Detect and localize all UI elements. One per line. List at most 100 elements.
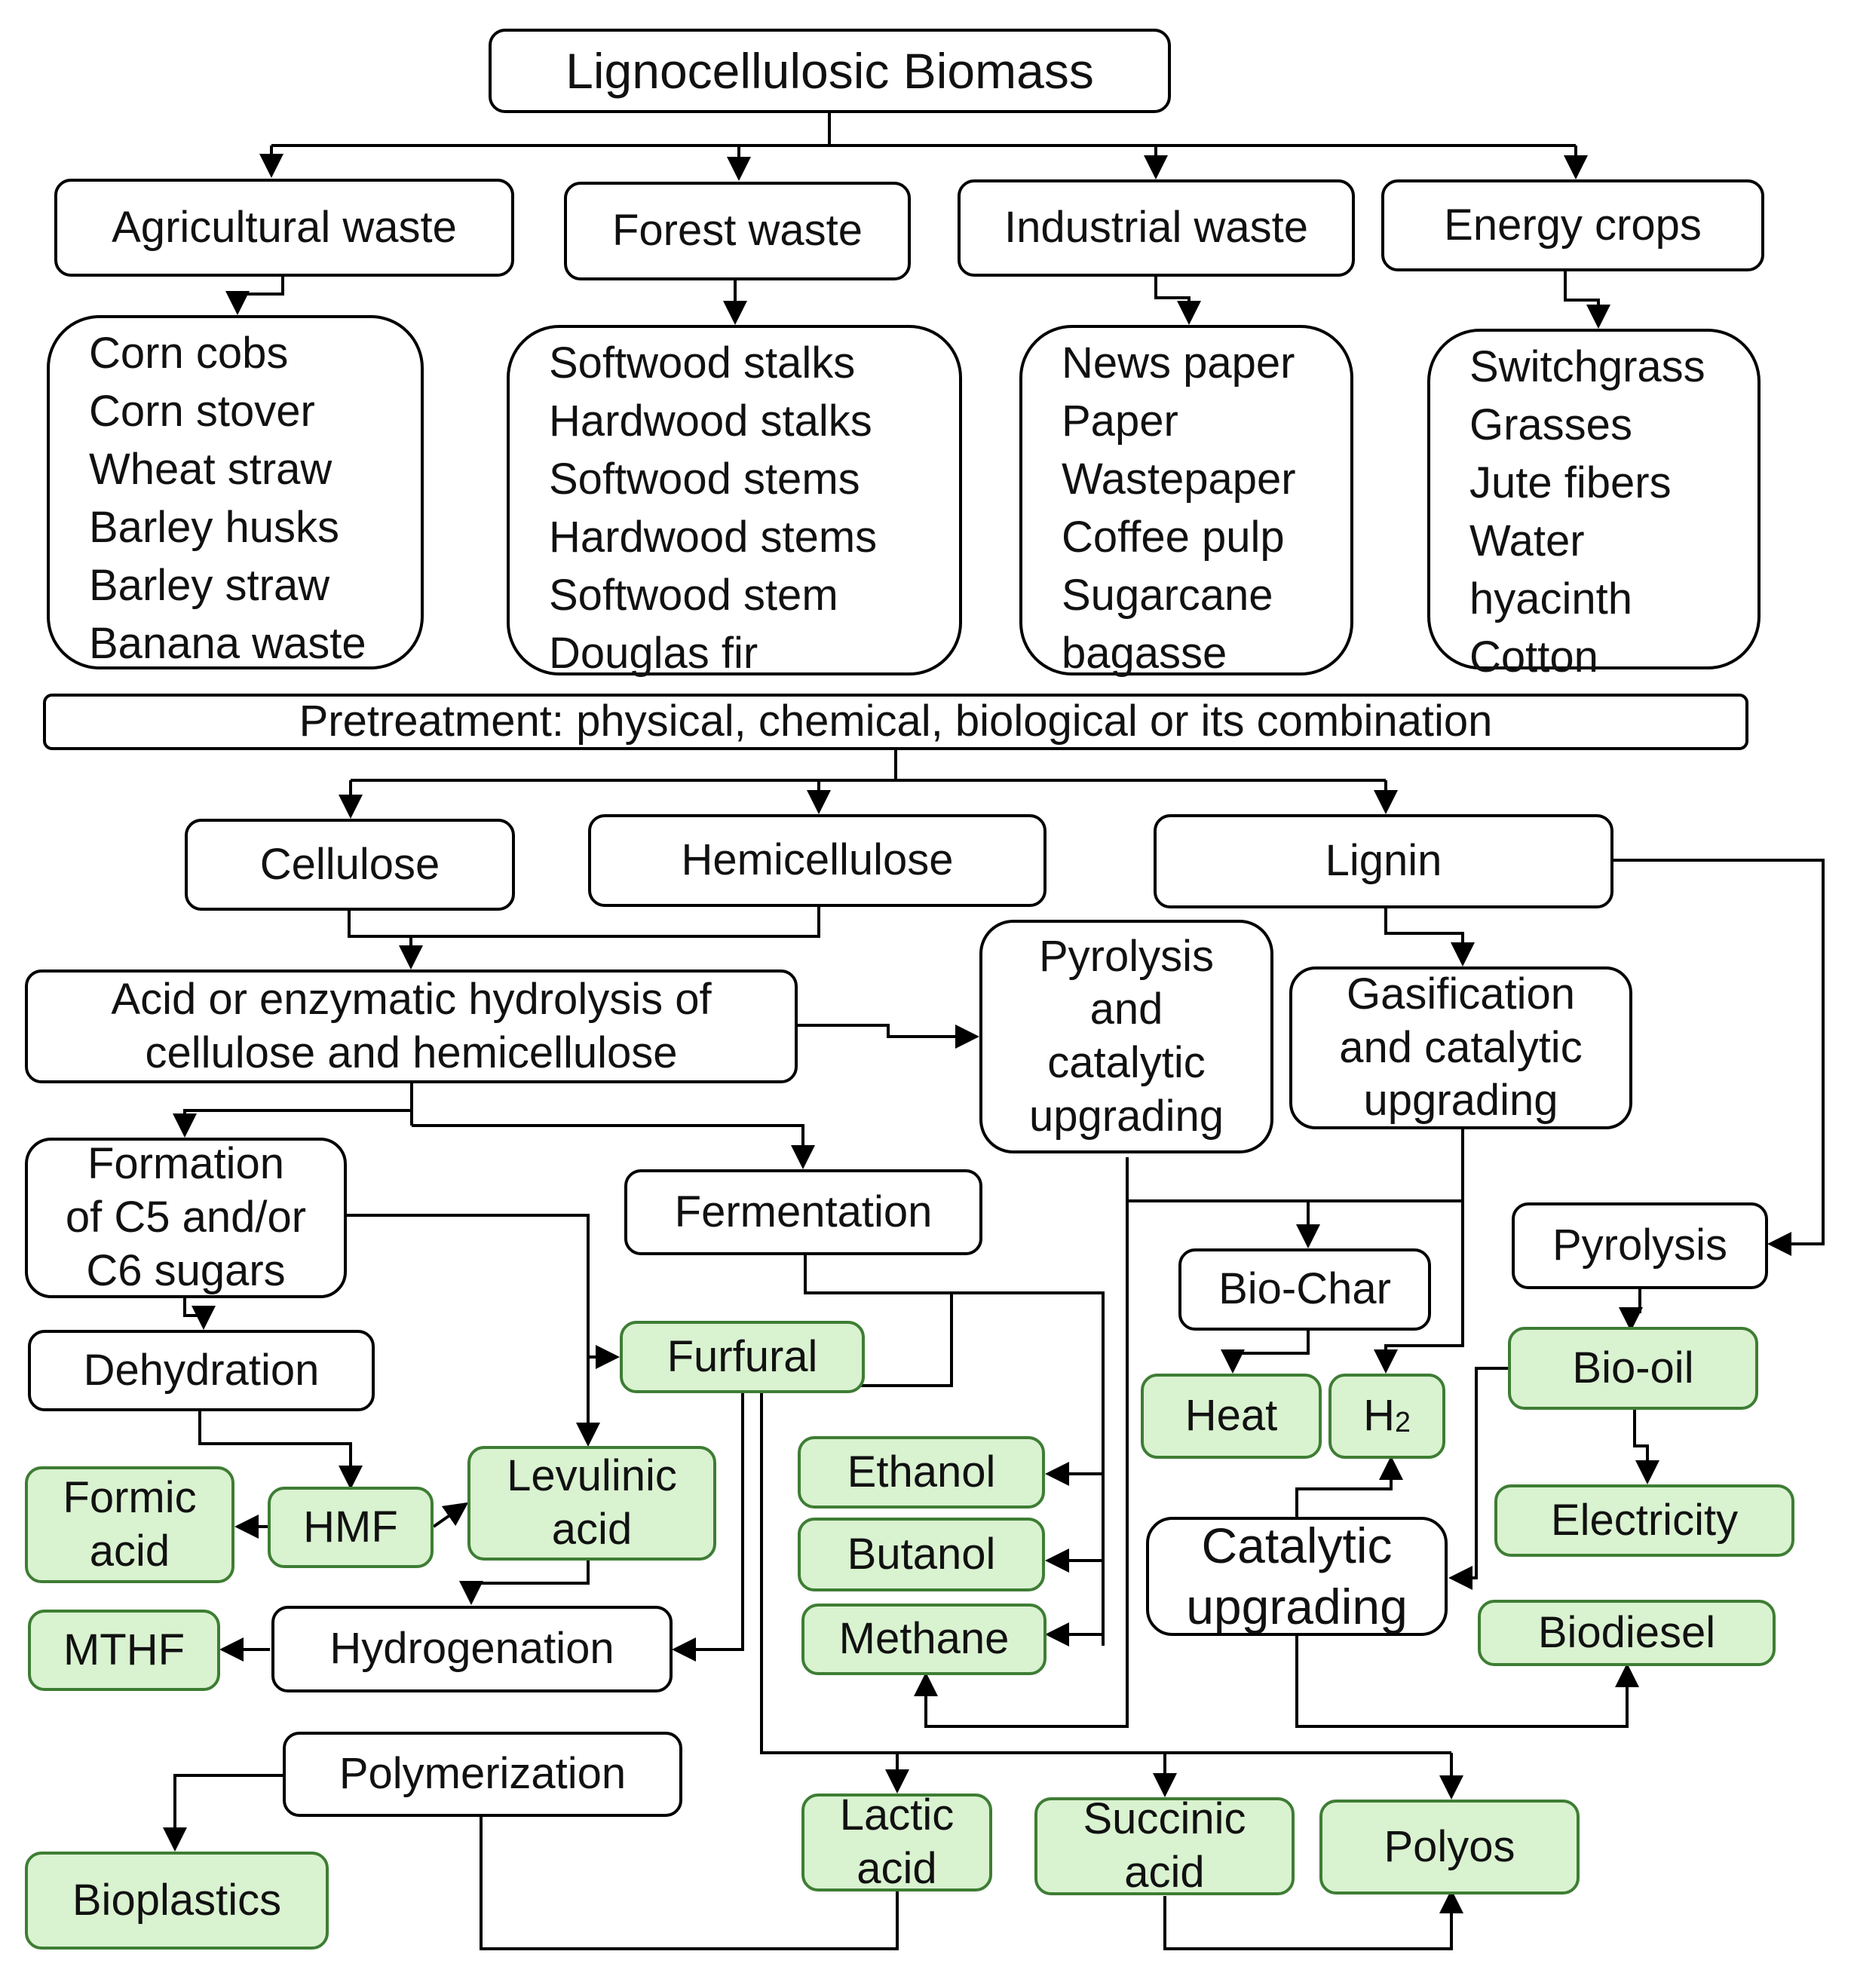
- product-levulinic-acid-line: acid: [551, 1505, 633, 1554]
- process-fermentation: Fermentation: [624, 1169, 982, 1255]
- process-gasification: Gasification and catalytic upgrading: [1289, 966, 1632, 1129]
- product-hmf: HMF: [268, 1487, 434, 1568]
- list-item: Softwood stems: [549, 455, 860, 504]
- process-catalytic-upgrading: Catalytic upgrading: [1146, 1517, 1448, 1636]
- product-furfural: Furfural: [620, 1321, 865, 1393]
- process-catalytic-upgrading-line: Catalytic: [1201, 1518, 1393, 1574]
- product-levulinic-acid-line: Levulinic: [507, 1451, 677, 1501]
- list-item: Softwood stalks: [549, 338, 856, 387]
- list-item: Sugarcane: [1062, 571, 1273, 620]
- process-polymerization-label: Polymerization: [339, 1749, 627, 1799]
- product-formic-acid-line: acid: [89, 1526, 170, 1576]
- product-lactic-acid-line: acid: [857, 1844, 937, 1892]
- process-pyrolysis: Pyrolysis: [1512, 1202, 1768, 1289]
- product-h2-symbol: H: [1363, 1391, 1395, 1441]
- root-label: Lignocellulosic Biomass: [565, 42, 1094, 99]
- connector-biochar-to-heat: [1221, 1331, 1310, 1374]
- product-ethanol-label: Ethanol: [847, 1447, 996, 1496]
- connector-hmf-to-levulinic: [432, 1502, 469, 1528]
- list-item: Hardwood stalks: [549, 397, 872, 446]
- product-succinic-acid-line: acid: [1124, 1848, 1205, 1895]
- list-item: Barley husks: [89, 503, 340, 552]
- list-item: Corn stover: [89, 387, 315, 436]
- product-electricity: Electricity: [1494, 1484, 1794, 1557]
- process-hydrolysis-line: Acid or enzymatic hydrolysis of: [111, 974, 712, 1024]
- connector-pyrolysis-to-biooil: [1619, 1289, 1643, 1331]
- connector-lignin-to-gasification: [1384, 908, 1475, 966]
- list-forest: Softwood stalks Hardwood stalks Softwood…: [507, 325, 962, 678]
- pretreatment-label: Pretreatment: physical, chemical, biolog…: [299, 697, 1493, 746]
- product-methane-label: Methane: [838, 1614, 1010, 1664]
- category-agricultural: Agricultural waste: [54, 179, 514, 277]
- process-sugar-formation-line: C6 sugars: [86, 1245, 286, 1295]
- product-ethanol: Ethanol: [798, 1436, 1045, 1509]
- category-forest-label: Forest waste: [612, 206, 863, 256]
- process-sugar-formation-line: Formation: [87, 1139, 285, 1189]
- product-heat: Heat: [1141, 1374, 1322, 1459]
- product-formic-acid: Formic acid: [25, 1466, 234, 1583]
- product-h2: H2: [1328, 1374, 1445, 1459]
- connector-pyrolysis-trunk: [914, 1157, 1129, 1728]
- list-item: Jute fibers: [1469, 458, 1672, 507]
- process-pyrolysis-catalytic: Pyrolysis and catalytic upgrading: [979, 920, 1273, 1153]
- process-dehydration: Dehydration: [28, 1330, 375, 1411]
- product-biooil-label: Bio-oil: [1572, 1343, 1694, 1392]
- component-cellulose: Cellulose: [185, 819, 515, 911]
- component-hemicellulose-label: Hemicellulose: [681, 835, 954, 885]
- list-item: News paper: [1062, 338, 1295, 387]
- list-item: Wheat straw: [89, 445, 332, 494]
- list-agricultural: Corn cobs Corn stover Wheat straw Barley…: [47, 315, 424, 669]
- list-industrial: News paper Paper Wastepaper Coffee pulp …: [1019, 325, 1353, 678]
- list-item: bagasse: [1062, 629, 1227, 678]
- connector-sugars-to-levulinic: [347, 1214, 600, 1447]
- product-levulinic-acid: Levulinic acid: [467, 1446, 716, 1561]
- connector-furfural-to-hydrogenation: [672, 1393, 744, 1662]
- process-pyrolysis-catalytic-line: and: [1089, 985, 1163, 1034]
- process-hydrolysis-line: cellulose and hemicellulose: [145, 1028, 678, 1077]
- list-item: Cotton: [1469, 633, 1598, 682]
- category-agricultural-label: Agricultural waste: [112, 202, 457, 252]
- list-item: Softwood stem: [549, 571, 838, 620]
- list-item: Switchgrass: [1469, 342, 1705, 391]
- product-heat-label: Heat: [1184, 1391, 1278, 1441]
- category-industrial-label: Industrial waste: [1004, 203, 1308, 253]
- connector-levulinic-to-hydrogenation: [459, 1561, 590, 1605]
- process-sugar-formation-line: of C5 and/or: [65, 1193, 307, 1242]
- connector-gasification-to-h2: [1374, 1201, 1464, 1374]
- process-hydrogenation: Hydrogenation: [271, 1606, 673, 1692]
- list-item: Hardwood stems: [549, 513, 878, 562]
- connector-lignin-to-pyrolysis: [1613, 859, 1825, 1256]
- product-lactic-acid: Lactic acid: [801, 1793, 992, 1892]
- category-energy-label: Energy crops: [1444, 200, 1702, 250]
- product-succinic-acid: Succinic acid: [1034, 1797, 1295, 1895]
- root-node: Lignocellulosic Biomass: [489, 29, 1171, 113]
- process-catalytic-upgrading-line: upgrading: [1186, 1579, 1408, 1634]
- category-forest: Forest waste: [564, 182, 911, 280]
- process-polymerization: Polymerization: [283, 1732, 682, 1817]
- list-item: Water: [1469, 516, 1585, 565]
- process-pyrolysis-label: Pyrolysis: [1552, 1221, 1728, 1270]
- product-biodiesel-label: Biodiesel: [1537, 1607, 1716, 1657]
- process-hydrogenation-label: Hydrogenation: [329, 1624, 614, 1674]
- connector-upgrading-to-h2: [1295, 1456, 1403, 1517]
- process-dehydration-label: Dehydration: [83, 1345, 320, 1395]
- category-energy: Energy crops: [1381, 179, 1764, 271]
- connector-hydrolysis-to-sugars: [173, 1109, 412, 1138]
- process-pyrolysis-catalytic-line: catalytic: [1047, 1038, 1206, 1087]
- component-lignin-label: Lignin: [1325, 836, 1442, 886]
- list-item: Banana waste: [89, 619, 366, 668]
- product-bioplastics: Bioplastics: [25, 1852, 329, 1950]
- product-mthf-label: MTHF: [63, 1625, 185, 1674]
- list-item: Grasses: [1469, 400, 1632, 449]
- product-butanol: Butanol: [798, 1518, 1045, 1591]
- connector-biooil-to-upgrading: [1448, 1367, 1508, 1590]
- list-item: Corn cobs: [89, 329, 289, 378]
- category-industrial: Industrial waste: [958, 179, 1355, 277]
- process-pyrolysis-catalytic-line: upgrading: [1029, 1091, 1224, 1141]
- product-polyos: Polyos: [1319, 1800, 1580, 1895]
- connector-agricultural-to-list: [225, 277, 284, 315]
- component-cellulose-label: Cellulose: [259, 839, 440, 889]
- process-sugar-formation: Formation of C5 and/or C6 sugars: [25, 1138, 347, 1298]
